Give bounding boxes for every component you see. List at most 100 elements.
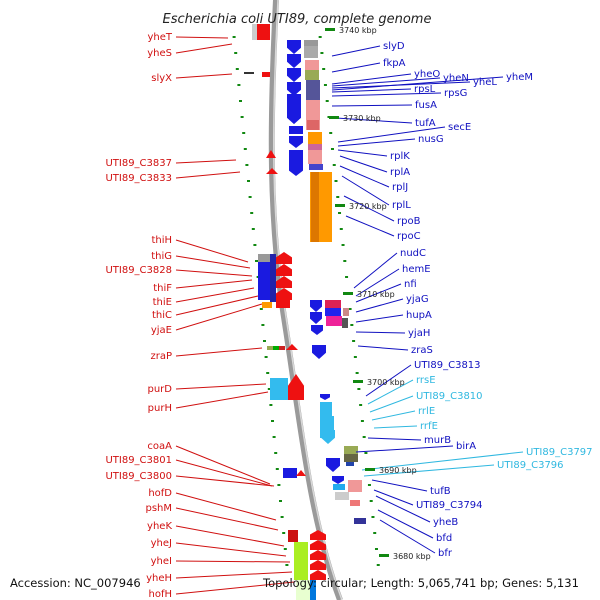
tick-mark	[271, 420, 274, 422]
left-gene-label: UTI89_C3800	[105, 471, 172, 482]
left-gene-label: thiC	[152, 310, 172, 321]
tick-mark	[322, 68, 326, 70]
right-gene-label: hupA	[406, 310, 432, 321]
tick-mark	[234, 52, 238, 54]
right-gene-label: rpsL	[414, 84, 436, 95]
tick-mark	[240, 116, 244, 118]
left-connector	[175, 383, 267, 390]
right-connector	[343, 195, 395, 222]
left-connector	[175, 239, 249, 263]
right-gene-label: yjaH	[408, 328, 430, 339]
right-gene-label: yheM	[506, 72, 533, 83]
right-gene-label: rplL	[392, 200, 411, 211]
tick-mark	[275, 468, 279, 470]
gene-block	[279, 346, 285, 350]
tick-mark	[334, 180, 338, 182]
tick-mark	[357, 388, 361, 390]
gene-block	[289, 150, 303, 164]
left-gene-label: coaA	[147, 441, 172, 452]
tick-mark	[250, 212, 254, 214]
gene-arrow-reverse	[310, 300, 322, 312]
left-gene-label: thiG	[151, 251, 172, 262]
gene-arrow-reverse	[310, 312, 322, 324]
right-gene-label: hemE	[402, 264, 431, 275]
kbp-tick	[365, 468, 375, 471]
right-gene-label: nusG	[418, 134, 444, 145]
accession-text: Accession: NC_007946	[10, 576, 141, 590]
left-gene-label: UTI89_C3833	[105, 173, 172, 184]
gene-block	[350, 500, 360, 506]
gene-block	[320, 402, 332, 416]
right-connector	[331, 77, 441, 87]
gene-block	[276, 300, 290, 308]
tick-mark	[360, 420, 364, 422]
tick-mark	[237, 84, 241, 86]
right-connector	[345, 215, 395, 237]
gene-arrow-forward	[288, 374, 304, 400]
tick-mark	[280, 516, 284, 518]
left-gene-label: yheH	[146, 573, 172, 584]
tick-mark	[235, 68, 239, 70]
tick-mark	[364, 452, 368, 454]
gene-block	[308, 144, 322, 154]
right-gene-label: slyD	[383, 41, 405, 52]
gene-block	[289, 126, 303, 134]
gene-arrow-forward	[266, 150, 276, 158]
right-gene-label: rpoC	[397, 231, 421, 242]
right-gene-label: rpoB	[397, 216, 421, 227]
gene-block	[326, 316, 342, 326]
tick-mark	[277, 484, 281, 486]
gene-block	[270, 378, 288, 400]
tick-mark	[247, 180, 250, 182]
right-connector	[371, 410, 416, 421]
tick-mark	[274, 452, 278, 454]
right-gene-label: bfd	[436, 533, 452, 544]
gene-block	[335, 492, 349, 500]
tick-mark	[348, 308, 352, 310]
gene-arrow-reverse	[321, 430, 335, 444]
gene-arrow-forward	[310, 560, 326, 570]
gene-arrow-reverse	[287, 82, 301, 96]
kbp-label: 3730 kbp	[343, 114, 381, 123]
left-tick-column	[232, 36, 289, 566]
gene-block	[348, 480, 362, 492]
right-gene-label: zraS	[411, 345, 433, 356]
right-connector	[331, 62, 381, 73]
tick-mark	[341, 244, 345, 246]
left-connector	[175, 475, 275, 487]
tick-mark	[285, 564, 289, 566]
kbp-tick	[343, 292, 353, 295]
kbp-label: 3680 kbp	[393, 552, 431, 561]
right-gene-label: UTI89_C3796	[497, 460, 564, 471]
left-connector	[175, 525, 285, 547]
right-connector	[355, 445, 454, 453]
left-gene-label: thiE	[153, 297, 172, 308]
genome-axis-highlight	[272, 0, 343, 600]
tick-mark	[263, 340, 266, 342]
left-gene-label: thiF	[153, 283, 172, 294]
right-connector	[373, 489, 414, 506]
left-gene-label: purH	[148, 403, 172, 414]
right-connector	[371, 479, 428, 492]
gene-arrow-reverse	[320, 394, 330, 400]
gene-block	[305, 60, 319, 70]
gene-block	[344, 454, 358, 462]
gene-block	[267, 346, 273, 350]
tick-mark	[267, 388, 271, 390]
left-gene-label: slyX	[151, 73, 172, 84]
gene-block	[308, 132, 322, 144]
right-connector	[355, 298, 404, 313]
right-connector	[367, 379, 414, 405]
gene-block	[354, 518, 366, 524]
right-gene-label: murB	[424, 435, 451, 446]
left-connector	[175, 73, 233, 79]
right-label-connectors	[331, 45, 524, 554]
right-connector	[373, 425, 418, 429]
left-gene-label: yheJ	[151, 538, 172, 549]
right-connector	[357, 345, 409, 351]
right-gene-label: secE	[448, 122, 471, 133]
tick-mark	[269, 404, 273, 406]
gene-block	[305, 70, 319, 80]
